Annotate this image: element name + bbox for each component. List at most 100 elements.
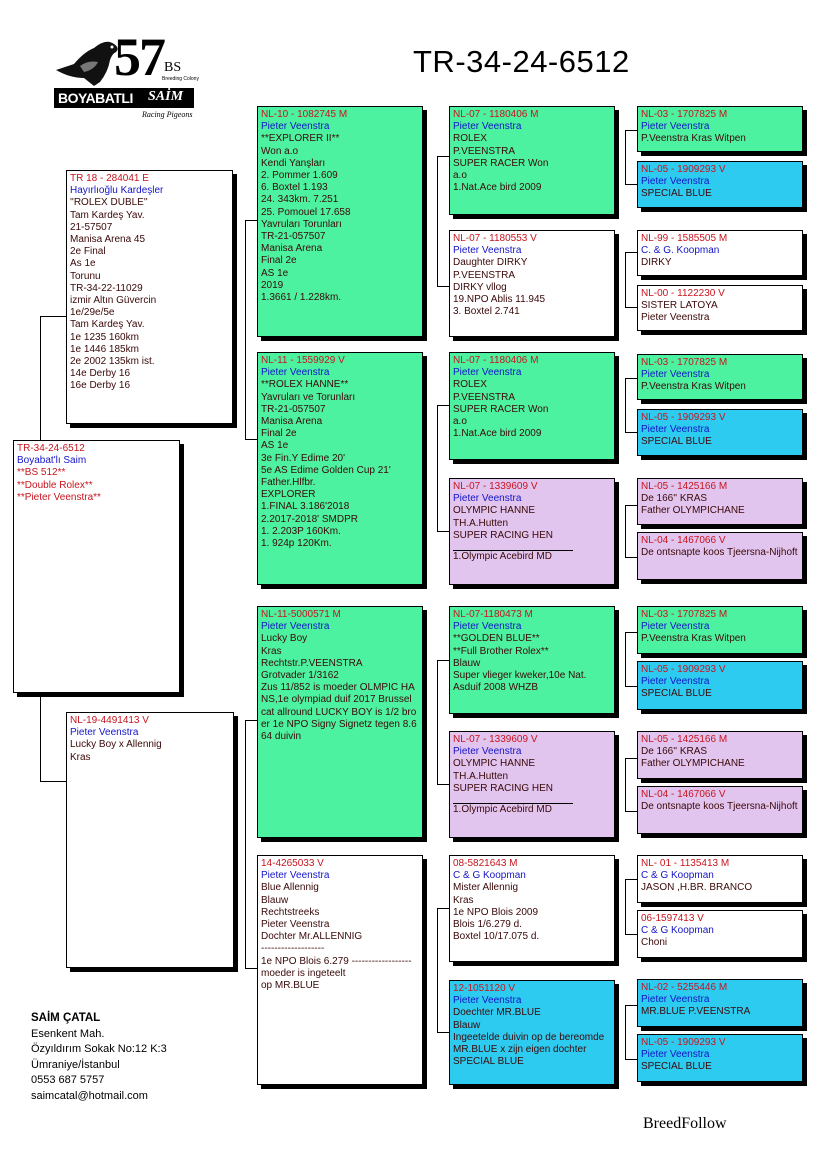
connector bbox=[40, 316, 68, 317]
ring-number: NL-07 - 1339609 V bbox=[453, 734, 538, 745]
g4-box-6[interactable]: NL-05 - 1909293 V Pieter Veenstra SPECIA… bbox=[637, 409, 803, 456]
info-line: Torunu bbox=[70, 270, 101, 282]
g4-box-14[interactable]: 06-1597413 V C & G Koopman Choni bbox=[637, 910, 803, 958]
info-line: TR-21-057507 bbox=[261, 403, 326, 415]
g4-box-16[interactable]: NL-05 - 1909293 V Pieter Veenstra SPECIA… bbox=[637, 1034, 803, 1082]
ds-sire-box[interactable]: NL-07-1180473 M Pieter Veenstra **GOLDEN… bbox=[449, 606, 615, 714]
info-line: op MR.BLUE bbox=[261, 980, 320, 992]
info-line: OLYMPIC HANNE bbox=[453, 505, 536, 517]
dd-dam-box[interactable]: 12-1051120 V Pieter Veenstra Doechter MR… bbox=[449, 980, 615, 1085]
ring-number: NL-05 - 1909293 V bbox=[641, 164, 726, 175]
info-line: MR.BLUE P.VEENSTRA bbox=[641, 1006, 751, 1018]
info-line: **ROLEX HANNE** bbox=[261, 379, 349, 391]
breeder: Pieter Veenstra bbox=[70, 727, 139, 739]
g4-box-4[interactable]: NL-00 - 1122230 V SISTER LATOYA Pieter V… bbox=[637, 285, 803, 331]
info-line: Won a.o bbox=[261, 145, 299, 157]
breeder: Pieter Veenstra bbox=[641, 121, 710, 133]
connector bbox=[625, 184, 637, 185]
info-line: De 166'' KRAS bbox=[641, 493, 708, 505]
ss-dam-box[interactable]: NL-07 - 1180553 V Pieter Veenstra Daught… bbox=[449, 230, 615, 337]
connector bbox=[625, 1005, 626, 1059]
info-line: P.Veenstra Kras Witpen bbox=[641, 381, 746, 393]
info-line: 2.2017-2018' SMDPR bbox=[261, 513, 358, 525]
connector bbox=[40, 693, 41, 781]
sire-box[interactable]: TR 18 - 284041 E Hayırlıoğlu Kardeşler '… bbox=[66, 170, 233, 424]
connector bbox=[245, 220, 246, 439]
connector bbox=[437, 784, 449, 785]
logo-brand-bar: BOYABATLI SAİM bbox=[54, 88, 194, 108]
info-line: 1e 1235 160km bbox=[70, 331, 139, 343]
info-line: Kras bbox=[261, 645, 282, 657]
g4-box-2[interactable]: NL-05 - 1909293 V Pieter Veenstra SPECIA… bbox=[637, 161, 803, 208]
info-line: Kendi Yanşları bbox=[261, 157, 326, 169]
page-title: TR-34-24-6512 bbox=[413, 44, 630, 79]
g4-box-9[interactable]: NL-03 - 1707825 M Pieter Veenstra P.Veen… bbox=[637, 606, 803, 654]
ds-dam-box[interactable]: NL-07 - 1339609 V Pieter Veenstra OLYMPI… bbox=[449, 731, 615, 838]
ring-number: NL- 01 - 1135413 M bbox=[641, 858, 730, 869]
sd-dam-box[interactable]: NL-07 - 1339609 V Pieter Veenstra OLYMPI… bbox=[449, 478, 615, 585]
connector bbox=[625, 307, 637, 308]
info-line: **BS 512** bbox=[17, 467, 66, 479]
sire-sire-box[interactable]: NL-10 - 1082745 M Pieter Veenstra **EXPL… bbox=[257, 106, 423, 337]
info-line: As 1e bbox=[70, 258, 96, 270]
info-line: a.o bbox=[453, 170, 467, 182]
info-line: 2. Pommer 1.609 bbox=[261, 170, 338, 182]
connector bbox=[625, 879, 637, 880]
info-line: 1. 924p 120Km. bbox=[261, 538, 332, 550]
info-line: 2e 2002 135km ist. bbox=[70, 356, 155, 368]
owner-name: SAİM ÇATAL bbox=[31, 1012, 101, 1024]
info-line: Final 2e bbox=[261, 428, 297, 440]
info-line: Lucky Boy x Allennig bbox=[70, 739, 162, 751]
ring-number: NL-07 - 1180406 M bbox=[453, 355, 539, 366]
g4-box-5[interactable]: NL-03 - 1707825 M Pieter Veenstra P.Veen… bbox=[637, 354, 803, 400]
connector bbox=[437, 660, 438, 784]
breeder: Pieter Veenstra bbox=[453, 493, 522, 505]
subject-box[interactable]: TR-34-24-6512 Boyabat'lı Saim **BS 512**… bbox=[13, 440, 180, 693]
g4-box-3[interactable]: NL-99 - 1585505 M C. & G. Koopman DIRKY bbox=[637, 230, 803, 276]
g4-box-13[interactable]: NL- 01 - 1135413 M C & G Koopman JASON ,… bbox=[637, 855, 803, 903]
g4-box-1[interactable]: NL-03 - 1707825 M Pieter Veenstra P.Veen… bbox=[637, 106, 803, 152]
info-line: Father.Hlfbr. bbox=[261, 477, 316, 489]
g4-box-7[interactable]: NL-05 - 1425166 M De 166'' KRAS Father O… bbox=[637, 478, 803, 525]
g4-box-12[interactable]: NL-04 - 1467066 V De ontsnapte koos Tjee… bbox=[637, 786, 803, 834]
dam-sire-box[interactable]: NL-11-5000571 M Pieter Veenstra Lucky Bo… bbox=[257, 606, 423, 838]
ring-number: NL-04 - 1467066 V bbox=[641, 535, 726, 546]
g4-box-10[interactable]: NL-05 - 1909293 V Pieter Veenstra SPECIA… bbox=[637, 661, 803, 710]
ring-number: NL-10 - 1082745 M bbox=[261, 109, 348, 120]
ring-number: NL-05 - 1425166 M bbox=[641, 734, 728, 745]
info-line: Grotvader 1/3162 bbox=[261, 670, 339, 682]
ring-number: NL-05 - 1909293 V bbox=[641, 1037, 726, 1048]
g4-box-11[interactable]: NL-05 - 1425166 M De 166'' KRAS Father O… bbox=[637, 731, 803, 779]
info-line: SPECIAL BLUE bbox=[641, 688, 712, 700]
logo-tagline: Breeding Colony bbox=[162, 76, 199, 82]
info-line: Blue Allennig bbox=[261, 882, 319, 894]
connector bbox=[625, 758, 626, 811]
ring-number: NL-11 - 1559929 V bbox=[261, 355, 345, 366]
g4-box-15[interactable]: NL-02 - 5255446 M Pieter Veenstra MR.BLU… bbox=[637, 979, 803, 1027]
info-line: Tam Kardeş Yav. bbox=[70, 319, 145, 331]
info-line: SISTER LATOYA bbox=[641, 300, 718, 312]
info-line: Rechtstreeks bbox=[261, 906, 320, 918]
info-line: Pieter Veenstra bbox=[261, 919, 330, 931]
g4-box-8[interactable]: NL-04 - 1467066 V De ontsnapte koos Tjee… bbox=[637, 532, 803, 580]
breeder: Pieter Veenstra bbox=[641, 1049, 710, 1061]
dam-dam-box[interactable]: 14-4265033 V Pieter Veenstra Blue Allenn… bbox=[257, 855, 423, 1085]
info-line: SUPER RACER Won bbox=[453, 403, 549, 415]
dam-box[interactable]: NL-19-4491413 V Pieter Veenstra Lucky Bo… bbox=[66, 712, 234, 968]
separator bbox=[453, 542, 573, 552]
sd-sire-box[interactable]: NL-07 - 1180406 M Pieter Veenstra ROLEX … bbox=[449, 352, 615, 460]
ss-sire-box[interactable]: NL-07 - 1180406 M Pieter Veenstra ROLEX … bbox=[449, 106, 615, 215]
info-line: SUPER RACER Won bbox=[453, 157, 549, 169]
connector bbox=[625, 378, 626, 432]
info-line: izmir Altın Güvercin bbox=[70, 295, 157, 307]
dd-sire-box[interactable]: 08-5821643 M C & G Koopman Mister Allenn… bbox=[449, 855, 615, 962]
info-line: TR-21-057507 bbox=[261, 231, 326, 243]
connector bbox=[245, 720, 257, 721]
sire-dam-box[interactable]: NL-11 - 1559929 V Pieter Veenstra **ROLE… bbox=[257, 352, 423, 585]
info-line: TH.A.Hutten bbox=[453, 770, 509, 782]
info-line: 1e NPO Blois 2009 bbox=[453, 906, 539, 918]
owner-email[interactable]: saimcatal@hotmail.com bbox=[31, 1089, 148, 1102]
info-line: 5e AS Edime Golden Cup 21' bbox=[261, 464, 391, 476]
info-line: 24. 343km. 7.251 bbox=[261, 194, 339, 206]
ring-number: 08-5821643 M bbox=[453, 858, 518, 869]
